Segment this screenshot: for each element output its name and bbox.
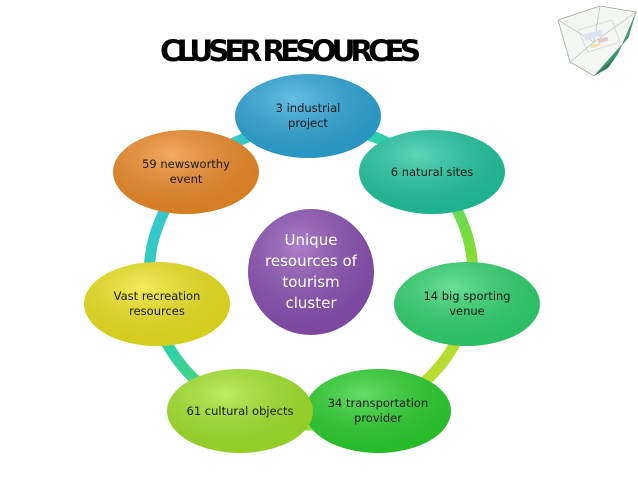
node-shade-newsworthy [113, 130, 259, 214]
node-shade-cultural [167, 369, 313, 453]
node-shade-recreation [84, 262, 230, 346]
node-shade-sporting [394, 262, 540, 346]
node-shade-transport [305, 369, 451, 453]
node-shade-industrial [235, 74, 381, 158]
node-shade-natural [359, 130, 505, 214]
crystal-logo-icon [557, 5, 637, 77]
slide-title: CLUSER RESOURCES [160, 34, 421, 68]
center-circle-shade [248, 209, 374, 335]
